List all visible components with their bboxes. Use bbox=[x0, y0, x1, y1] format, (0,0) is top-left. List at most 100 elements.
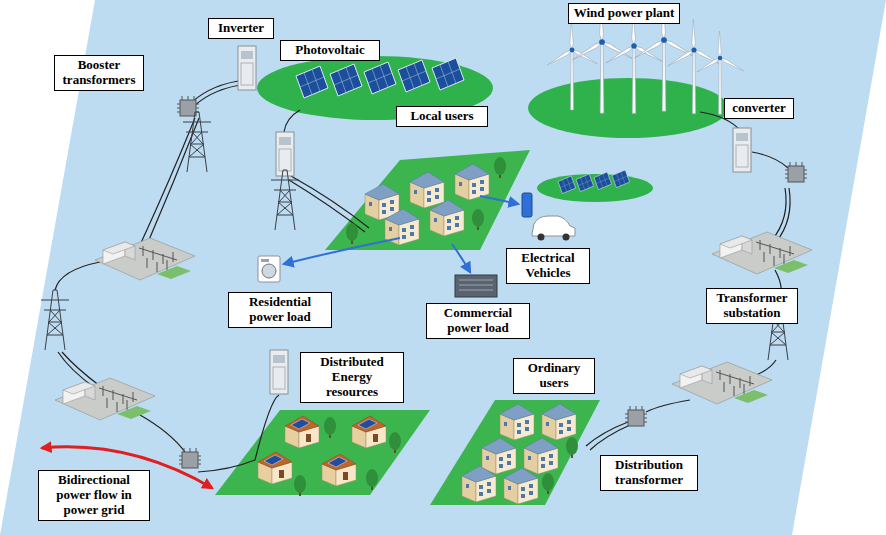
label-text: Transformer substation bbox=[711, 291, 793, 321]
equipment bbox=[625, 406, 647, 426]
equipment bbox=[733, 128, 751, 172]
label-box: Ordinary users bbox=[513, 358, 595, 394]
ordinary-users-buildings bbox=[500, 404, 534, 440]
power-lines bbox=[58, 352, 95, 388]
local-users-buildings bbox=[494, 157, 506, 178]
power-lines bbox=[146, 118, 199, 247]
equipment bbox=[276, 132, 294, 176]
label-text: Electrical Vehicles bbox=[511, 251, 585, 281]
equipment bbox=[41, 46, 812, 468]
equipment bbox=[238, 46, 256, 90]
label-text: converter bbox=[729, 101, 789, 116]
ordinary-users-buildings bbox=[542, 404, 576, 440]
wind-farm bbox=[605, 14, 663, 114]
label-box: Inverter bbox=[208, 18, 274, 39]
label-text: Ordinary users bbox=[518, 361, 590, 391]
distributed-houses bbox=[352, 416, 386, 448]
flow-arrows bbox=[480, 196, 518, 204]
distributed-houses bbox=[324, 417, 336, 438]
equipment bbox=[270, 350, 288, 394]
label-box: Residential power load bbox=[228, 292, 332, 328]
green-plots bbox=[528, 78, 728, 138]
distributed-houses bbox=[258, 416, 401, 496]
loads bbox=[459, 280, 493, 290]
loads bbox=[532, 216, 575, 236]
label-box: Transformer substation bbox=[706, 288, 798, 324]
label-text: Distribution transformer bbox=[605, 458, 693, 488]
distributed-houses bbox=[366, 469, 378, 490]
power-lines bbox=[646, 400, 690, 412]
power-lines bbox=[284, 110, 300, 132]
label-box: Electrical Vehicles bbox=[506, 248, 590, 284]
power-lines bbox=[752, 152, 788, 168]
equipment bbox=[95, 238, 195, 280]
power-lines bbox=[291, 176, 369, 228]
loads bbox=[455, 275, 497, 297]
local-users-buildings bbox=[455, 164, 489, 200]
equipment bbox=[712, 232, 812, 274]
equipment bbox=[271, 170, 299, 230]
local-users-buildings bbox=[346, 157, 506, 245]
solar-array bbox=[330, 64, 362, 96]
local-users-buildings bbox=[346, 223, 358, 244]
label-box: Bidirectional power flow in power grid bbox=[38, 470, 150, 521]
label-text: Wind power plant bbox=[573, 6, 675, 21]
label-box: Commercial power load bbox=[426, 303, 530, 339]
loads bbox=[538, 234, 545, 241]
label-text: Photovoltaic bbox=[285, 43, 375, 58]
equipment bbox=[179, 448, 201, 468]
label-box: converter bbox=[724, 98, 794, 119]
ordinary-users-buildings bbox=[482, 438, 516, 474]
power-lines bbox=[62, 352, 100, 386]
solar-array bbox=[398, 60, 430, 92]
distributed-houses bbox=[285, 416, 319, 448]
label-text: Commercial power load bbox=[431, 306, 525, 336]
power-lines bbox=[55, 262, 100, 290]
power-lines bbox=[772, 188, 786, 240]
loads bbox=[258, 256, 280, 282]
local-users-buildings bbox=[472, 209, 484, 230]
loads bbox=[522, 193, 532, 217]
solar-array bbox=[558, 176, 576, 194]
distributed-houses bbox=[389, 432, 401, 453]
wind-farm bbox=[667, 19, 722, 113]
ordinary-users-buildings bbox=[542, 473, 554, 494]
power-lines bbox=[776, 188, 790, 242]
label-box: Booster transformers bbox=[54, 55, 144, 91]
ordinary-users-buildings bbox=[462, 466, 496, 502]
label-text: Bidirectional power flow in power grid bbox=[43, 473, 145, 518]
power-lines bbox=[586, 422, 628, 446]
local-users-buildings bbox=[410, 172, 444, 208]
solar-array bbox=[296, 66, 328, 98]
equipment bbox=[672, 362, 772, 404]
green-plots bbox=[430, 400, 600, 505]
green-plots bbox=[325, 150, 530, 250]
equipment bbox=[177, 96, 199, 116]
label-box: Wind power plant bbox=[568, 3, 680, 24]
green-plots bbox=[215, 410, 430, 495]
green-plots bbox=[215, 56, 728, 505]
label-box: Distribution transformer bbox=[600, 455, 698, 491]
distributed-houses bbox=[258, 452, 292, 484]
flow-arrows bbox=[284, 238, 400, 264]
loads bbox=[262, 264, 276, 278]
ordinary-users-buildings bbox=[566, 437, 578, 458]
power-lines bbox=[140, 118, 195, 245]
equipment bbox=[183, 112, 211, 172]
label-text: Local users bbox=[401, 109, 483, 124]
power-lines bbox=[590, 425, 630, 450]
solar-array bbox=[576, 174, 594, 192]
loads bbox=[563, 234, 570, 241]
local-users-buildings bbox=[430, 200, 464, 236]
label-box: Photovoltaic bbox=[280, 40, 380, 61]
solar-array bbox=[594, 172, 612, 190]
ordinary-users-buildings bbox=[524, 438, 558, 474]
solar-array bbox=[364, 62, 396, 94]
power-lines bbox=[140, 415, 185, 452]
flow-arrows bbox=[452, 244, 470, 272]
power-lines bbox=[55, 80, 790, 472]
ordinary-users-buildings bbox=[504, 468, 538, 504]
label-text: Distributed Energy resources bbox=[305, 355, 399, 400]
